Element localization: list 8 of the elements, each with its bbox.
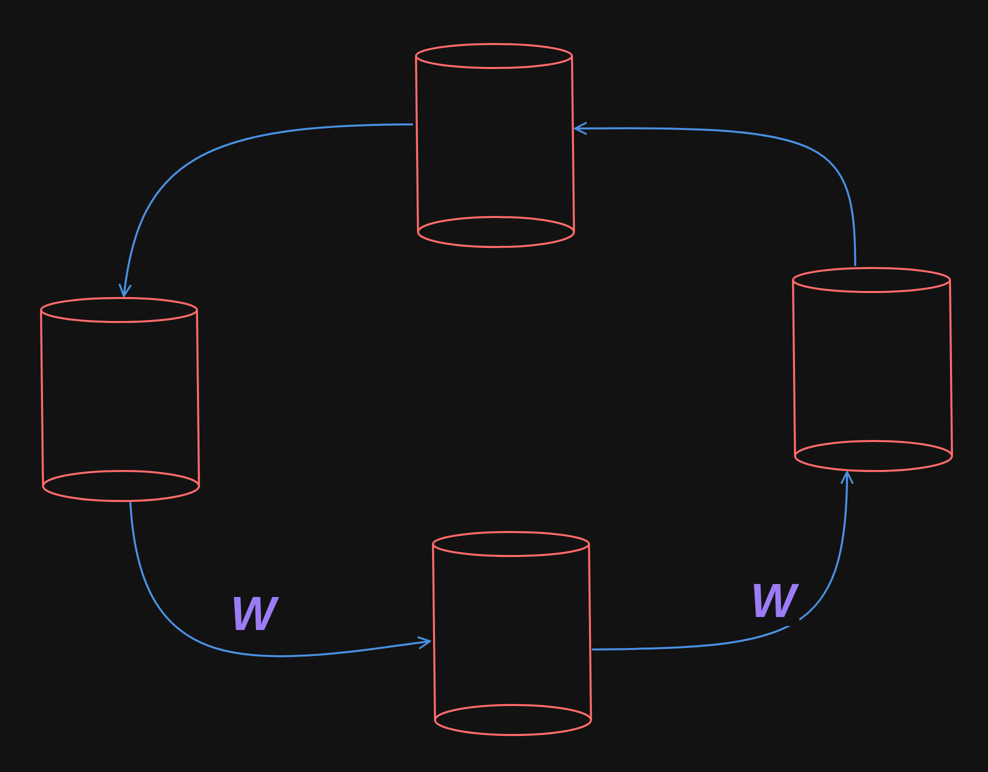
arrow: [574, 122, 856, 266]
cylinder-shape: [38, 296, 200, 502]
cylinder-shape: [430, 530, 592, 736]
cylinder-shape: [413, 42, 575, 248]
arrow: [118, 123, 414, 297]
arrow: [592, 471, 854, 650]
arrow: [129, 502, 431, 658]
cylinder-shape: [790, 266, 953, 472]
